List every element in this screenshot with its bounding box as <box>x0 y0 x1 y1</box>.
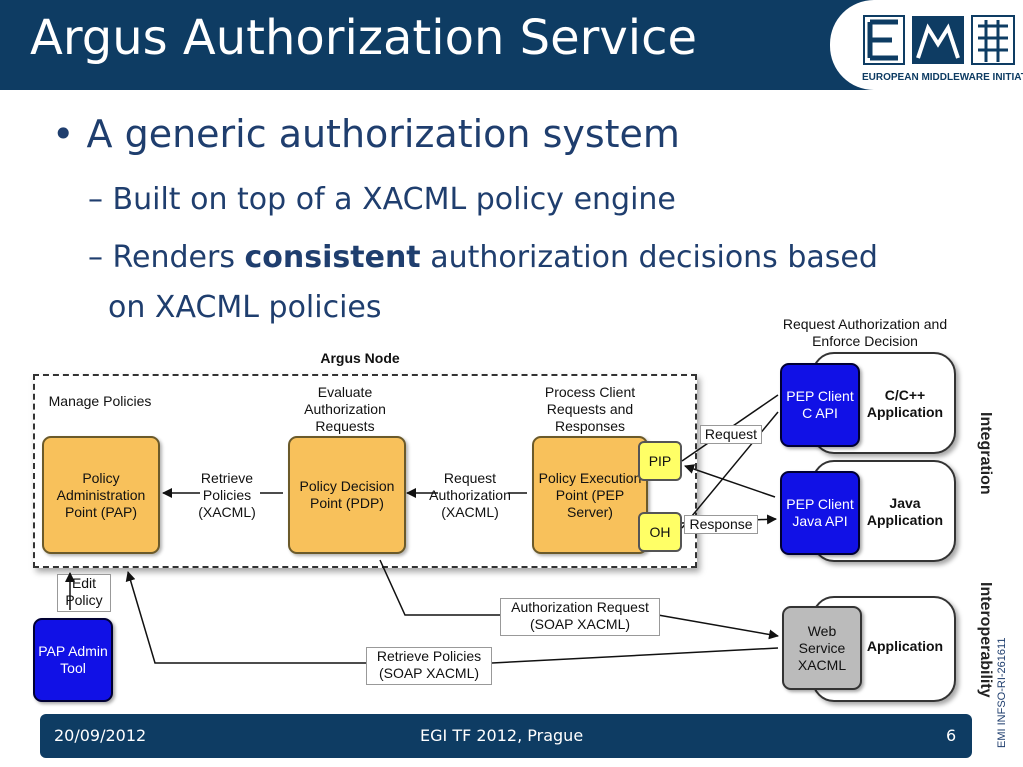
pep-client-java-box: PEP Client Java API <box>780 471 860 555</box>
pip-box: PIP <box>638 441 682 481</box>
retrieve-policies-label: Retrieve Policies (XACML) <box>198 470 256 520</box>
bullet-sub-2-bold: consistent <box>244 240 421 275</box>
arrow-java-to-pip <box>684 464 776 498</box>
manage-policies-label: Manage Policies <box>48 393 152 409</box>
evaluate-requests-label: Evaluate Authorization Requests <box>304 384 386 434</box>
enforce-decision-label: Request Authorization and Enforce Decisi… <box>782 316 948 349</box>
dash-icon: – <box>88 240 113 275</box>
pdp-box: Policy Decision Point (PDP) <box>288 436 406 554</box>
bullet-sub-2: – Renders consistent authorization decis… <box>88 240 878 275</box>
dash-icon: – <box>88 182 113 217</box>
bullet-main: • A generic authorization system <box>52 112 680 156</box>
bullet-sub-1-text: Built on top of a XACML policy engine <box>112 182 676 217</box>
pap-box: Policy Administration Point (PAP) <box>42 436 160 554</box>
bullet-sub-1: – Built on top of a XACML policy engine <box>88 182 676 217</box>
line-retrieve-web <box>491 647 779 664</box>
line-authz-request <box>379 559 500 616</box>
pap-admin-tool-box: PAP Admin Tool <box>33 618 113 702</box>
bullet-sub-2-pre: Renders <box>112 240 245 275</box>
logo-caption: EUROPEAN MIDDLEWARE INITIATIVE <box>862 72 1023 83</box>
application-label: Application <box>866 638 944 654</box>
bullet-sub-2-post: authorization decisions based <box>420 240 878 275</box>
process-requests-label: Process Client Requests and Responses <box>544 384 636 434</box>
bullet-main-text: A generic authorization system <box>86 112 680 156</box>
arrow-authz-to-web <box>657 614 779 640</box>
bullet-dot-icon: • <box>52 112 87 156</box>
side-id: EMI INFSO-RI-261611 <box>996 637 1008 748</box>
web-service-box: Web Service XACML <box>782 606 862 690</box>
footer-event: EGI TF 2012, Prague <box>420 726 584 745</box>
pep-server-box: Policy Execution Point (PEP Server) <box>532 436 648 554</box>
bullet-sub-2-line2: on XACML policies <box>108 290 382 325</box>
soap-authz-label: Authorization Request (SOAP XACML) <box>500 598 660 636</box>
argus-node-title: Argus Node <box>320 350 400 366</box>
response-label: Response <box>684 515 758 534</box>
request-label: Request <box>700 425 762 444</box>
footer-bar: 20/09/2012 EGI TF 2012, Prague 6 <box>40 714 972 758</box>
c-application-label: C/C++ Application <box>866 387 944 420</box>
oh-box: OH <box>638 512 682 552</box>
footer-page-number: 6 <box>946 726 957 745</box>
arrow-retrieve-to-pap-2 <box>125 571 366 664</box>
footer-date: 20/09/2012 <box>54 726 147 745</box>
emi-logo-icon <box>863 15 1015 65</box>
java-application-label: Java Application <box>866 495 944 528</box>
slide-title: Argus Authorization Service <box>30 10 698 66</box>
pep-client-c-box: PEP Client C API <box>780 363 860 447</box>
line-oh-c <box>681 411 779 529</box>
soap-retrieve-label: Retrieve Policies (SOAP XACML) <box>366 647 492 685</box>
request-authorization-label: Request Authorization (XACML) <box>429 470 511 520</box>
